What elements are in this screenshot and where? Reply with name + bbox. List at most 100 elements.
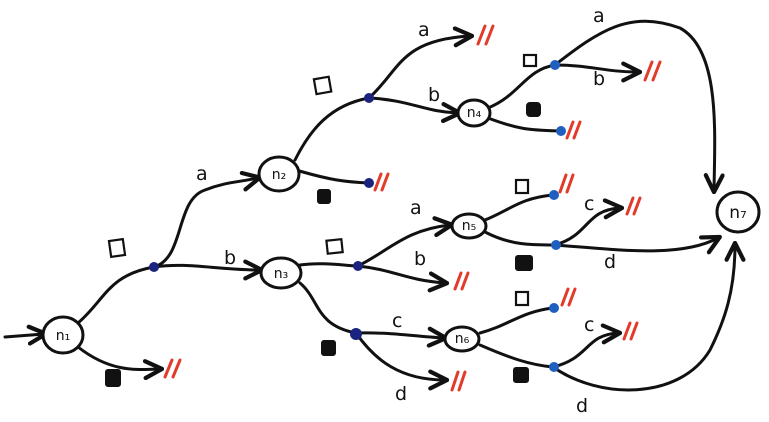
dot-n6-upper [549,303,559,313]
node-label-n6: n₆ [455,331,470,347]
node-circle [259,256,303,290]
box-symbols [105,53,541,387]
cut-mark-branch4-d [450,370,467,392]
filled-box-symbol [526,102,541,117]
nodes: n₁ n₂ n₃ n₄ n₅ n₆ n₇ [41,98,761,355]
filled-box-symbol [105,369,121,387]
empty-box-symbol [522,53,538,68]
edge-n6-c-cut [551,323,623,369]
edge-n3-branch3 [298,262,360,268]
empty-box-symbol [312,75,333,96]
edge-label-a: a [196,163,208,185]
dot-branch3 [353,261,363,271]
cut-mark-n6-upper [560,287,577,307]
dot-n4-lower [556,126,566,136]
edge-labels: a b a b a b a b c d c d c d [196,5,616,417]
node-circle [715,190,761,234]
edge-n6-d-n7 [551,240,746,392]
edge-n3-branch4 [298,281,358,335]
node-label-n4: n₄ [467,105,482,121]
edge-n5-upper [483,193,555,222]
node-circle [443,325,481,353]
dot-n4-upper [550,60,560,70]
edge-branch1-n3 [152,259,265,281]
edge-branch2-n4 [367,96,463,124]
cut-mark-n1 [163,358,182,379]
filled-box-symbol [515,255,533,271]
edge-label-c: c [584,314,594,336]
cut-marks [163,24,662,392]
cut-mark-n5-upper [558,173,575,194]
edge-label-a: a [410,197,422,219]
filled-box-symbol [321,340,336,356]
cut-mark-branch3-b [453,271,470,291]
node-n1: n₁ [41,315,85,355]
node-n4: n₄ [456,98,492,128]
edge-n1-cut [76,345,165,381]
node-label-n1: n₁ [56,328,71,344]
edge-branch4-cut [354,331,450,391]
edge-branch3-n5 [356,216,455,268]
node-circle [450,212,488,240]
empty-box-symbol [514,290,530,307]
node-circle [257,155,301,193]
empty-box-symbol [514,178,530,195]
cut-mark-n5-c [625,196,642,216]
edge-n4-lower [486,116,562,133]
edge-n5-d-n7 [553,234,722,255]
edge-label-c: c [392,310,402,332]
edge-branch3-cut [356,264,450,293]
edge-n6-upper [478,306,555,335]
empty-box-symbol [325,237,344,255]
edge-label-b: b [428,84,440,106]
edge-n4-b-cut [553,61,643,83]
node-n3: n₃ [259,256,303,290]
dot-n5-lower [551,240,561,250]
edge-n6-lower [478,343,555,369]
node-circle [456,98,492,128]
node-n2: n₂ [257,155,301,193]
dot-branch2 [364,93,374,103]
cut-mark-n4-lower [565,120,582,140]
node-label-n3: n₃ [274,266,289,282]
edge-label-c: c [584,193,594,215]
dot-n5-upper [549,190,559,200]
cut-mark-n6-c [622,321,639,341]
edge-n4-a-n7 [553,19,725,195]
node-label-n2: n₂ [272,167,287,183]
edge-branch1-n2 [152,170,263,269]
node-label-n7: n₇ [729,203,747,223]
cut-mark-n2 [373,172,390,192]
edge-branch4-n6 [354,326,449,348]
edge-label-b: b [593,68,605,90]
edge-label-d: d [576,395,588,417]
empty-box-symbol [107,237,127,259]
node-circle [41,315,85,355]
node-n5: n₅ [450,212,488,240]
dot-n2-cut [364,178,374,188]
node-n7: n₇ [715,190,761,234]
edge-label-a: a [418,19,430,41]
cut-mark-branch2-a [476,24,495,46]
branch-dots [149,60,566,372]
edge-label-b: b [414,248,426,270]
node-n6: n₆ [443,325,481,353]
edge-label-d: d [604,251,616,273]
cut-mark-n4-b [643,60,662,82]
edge-label-b: b [224,247,236,269]
edge-n2-cut [294,168,371,185]
edge-branch2-a [367,26,475,100]
edge-n4-branch [486,63,557,110]
dot-n6-lower [549,362,559,372]
edge-n2-branch2 [293,96,371,162]
edge-n5-lower [483,230,557,247]
edge-entry [3,324,49,346]
edge-label-a: a [593,5,605,27]
edge-label-d: d [395,383,407,405]
dot-branch4 [350,328,362,340]
dot-branch1 [149,262,159,272]
filled-box-symbol [513,367,529,383]
edge-n5-c-cut [553,198,625,247]
filled-box-symbol [317,189,331,204]
